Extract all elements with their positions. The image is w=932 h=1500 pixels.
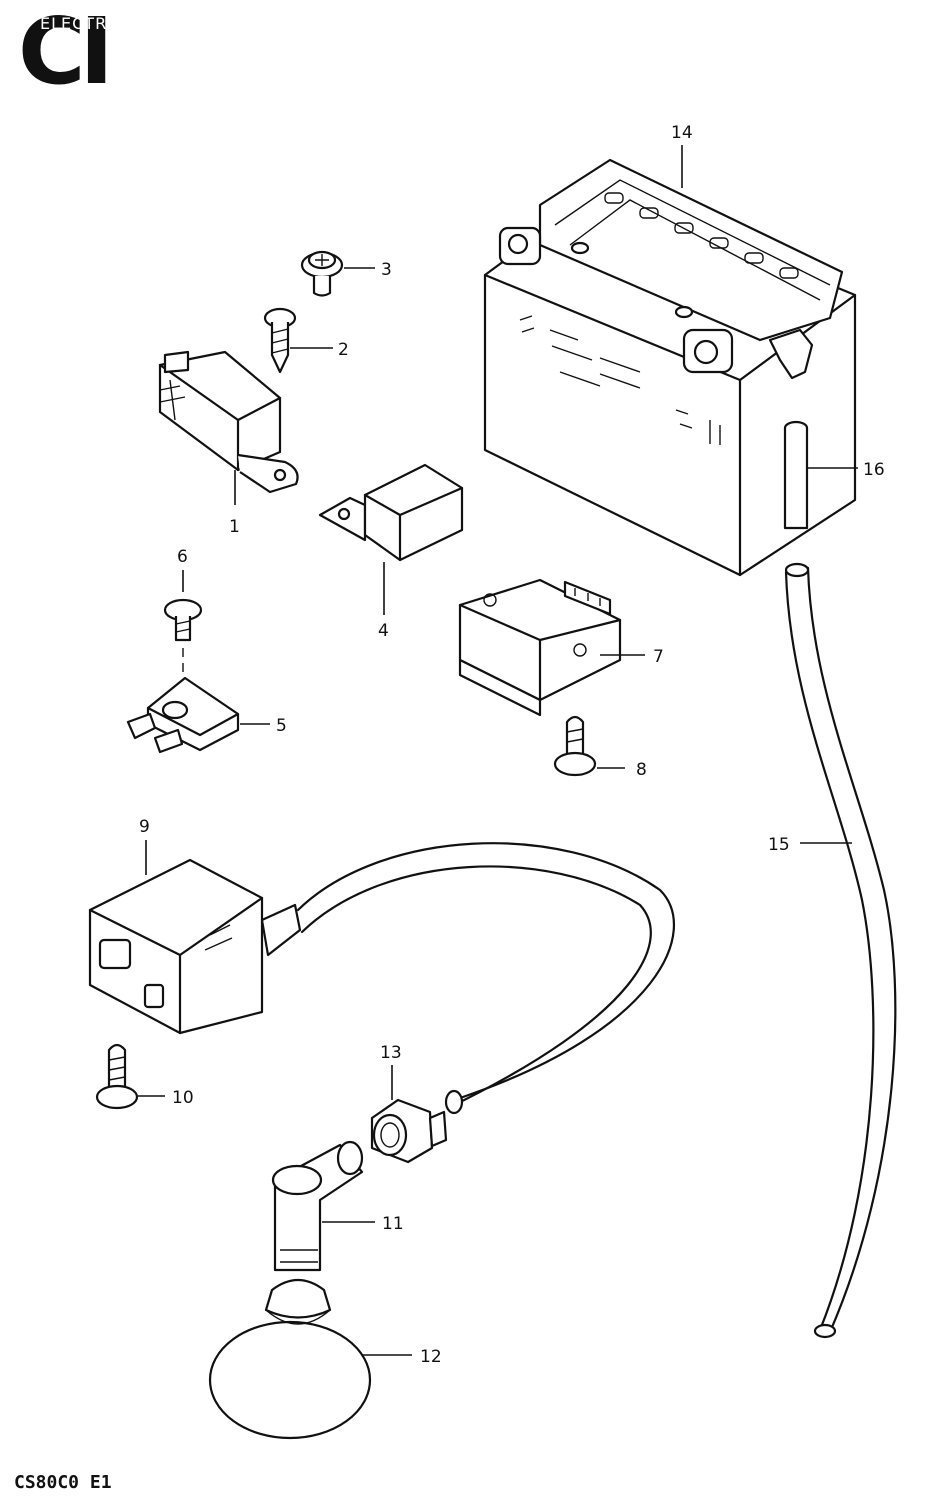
callout-4: 4 (378, 621, 389, 641)
callout-13: 13 (380, 1043, 402, 1063)
callout-1: 1 (229, 517, 240, 537)
diagram-subtitle: ELECTRICAL (40, 14, 147, 33)
battery-terminal-positive (682, 328, 734, 374)
callout-10: 10 (172, 1088, 194, 1108)
callout-2: 2 (338, 340, 349, 360)
callout-11: 11 (382, 1214, 404, 1234)
screw-6 (163, 570, 203, 672)
high-tension-lead (296, 842, 675, 1115)
rubber-cover-12 (208, 1278, 412, 1440)
callout-12: 12 (420, 1347, 442, 1367)
callout-8: 8 (636, 760, 647, 780)
connector-13 (370, 1065, 448, 1164)
callout-6: 6 (177, 547, 188, 567)
relay-4 (318, 463, 464, 615)
regulator-rectifier (458, 578, 645, 717)
callout-5: 5 (276, 716, 287, 736)
callout-3: 3 (381, 260, 392, 280)
fuse-holder-5 (126, 676, 270, 754)
callout-16: 16 (863, 460, 885, 480)
callout-9: 9 (139, 817, 150, 837)
callout-15: 15 (768, 835, 790, 855)
vent-tube-short (783, 420, 858, 530)
starter-relay (158, 350, 299, 505)
callout-7: 7 (653, 647, 664, 667)
breather-hose (784, 562, 897, 1339)
screw-10 (95, 1043, 165, 1110)
ignition-coil (88, 840, 302, 1035)
screw-2 (263, 307, 333, 374)
diagram-title: CI (18, 0, 114, 105)
battery (483, 145, 857, 577)
screw-8 (553, 715, 625, 777)
callout-14: 14 (671, 123, 693, 143)
bolt-3 (300, 250, 375, 297)
diagram-code: CS80C0 E1 (14, 1472, 112, 1493)
plug-cap-11 (271, 1140, 375, 1272)
battery-terminal-negative (498, 226, 542, 266)
